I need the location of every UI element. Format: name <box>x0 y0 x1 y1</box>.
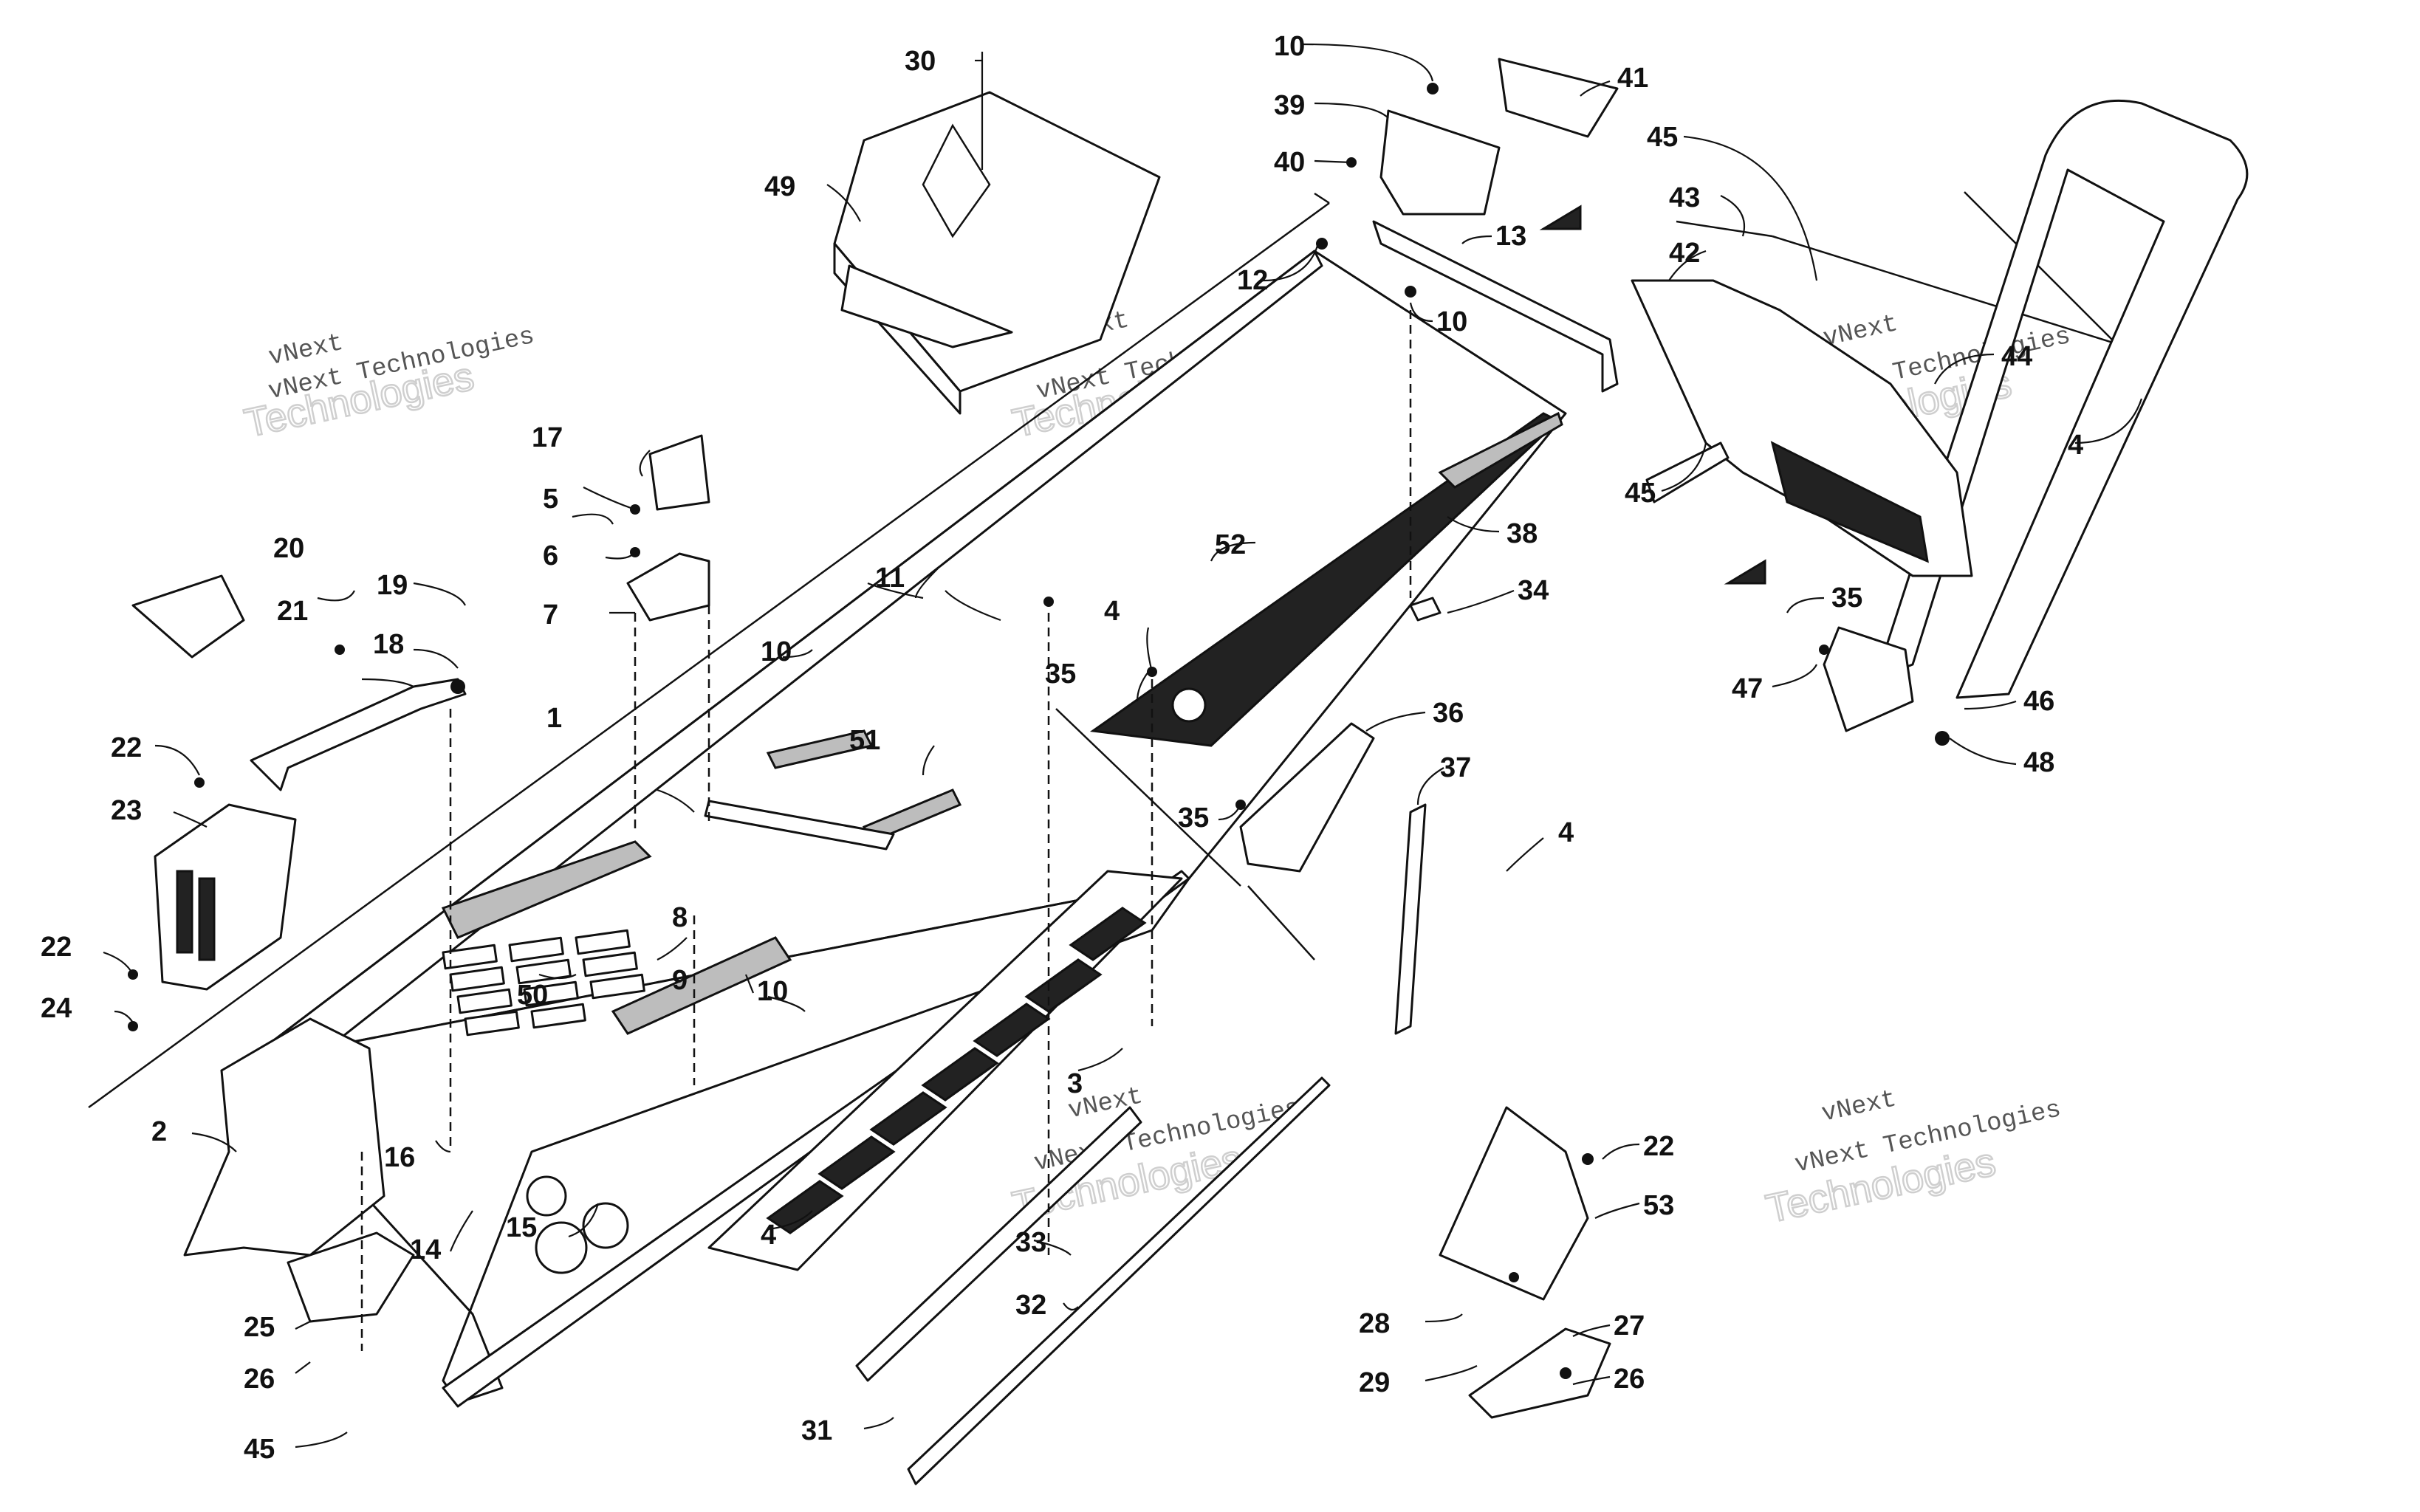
callout-46: 46 <box>2023 686 2054 717</box>
small-parts <box>128 58 1950 1419</box>
callout-30: 30 <box>905 46 936 77</box>
callout-33: 33 <box>1015 1227 1046 1258</box>
chassis-tunnel <box>183 250 1567 1408</box>
callout-35: 35 <box>1045 659 1076 690</box>
callout-45: 45 <box>1647 122 1678 153</box>
front-bulkhead <box>183 1017 385 1257</box>
callout-53: 53 <box>1643 1190 1674 1221</box>
callout-26: 26 <box>244 1364 275 1395</box>
callout-19: 19 <box>377 570 408 601</box>
leader-lines <box>103 43 2143 1449</box>
callout-27: 27 <box>1614 1310 1645 1341</box>
callout-26: 26 <box>1614 1364 1645 1395</box>
callout-29: 29 <box>1359 1367 1390 1398</box>
callout-13: 13 <box>1495 221 1526 252</box>
callout-2: 2 <box>151 1116 167 1147</box>
callout-10: 10 <box>757 976 788 1007</box>
callout-24: 24 <box>41 993 72 1024</box>
callout-39: 39 <box>1274 90 1305 121</box>
callout-52: 52 <box>1215 529 1246 560</box>
callout-22: 22 <box>111 732 142 763</box>
callout-5: 5 <box>543 484 558 515</box>
callout-48: 48 <box>2023 747 2054 778</box>
callout-32: 32 <box>1015 1290 1046 1321</box>
callout-15: 15 <box>506 1212 537 1243</box>
callout-17: 17 <box>532 422 563 453</box>
running-board-cutouts <box>766 907 1147 1234</box>
callout-7: 7 <box>543 599 558 630</box>
callout-38: 38 <box>1506 518 1538 549</box>
callout-20: 20 <box>273 533 304 564</box>
callout-10: 10 <box>1436 306 1467 337</box>
callout-4: 4 <box>2068 430 2083 461</box>
callout-9: 9 <box>672 965 688 996</box>
callout-3: 3 <box>1067 1068 1083 1099</box>
callout-22: 22 <box>41 932 72 963</box>
grip-pad-50a <box>441 840 652 939</box>
callout-11: 11 <box>875 563 905 594</box>
callout-45: 45 <box>1625 478 1656 509</box>
callout-41: 41 <box>1617 63 1648 94</box>
callout-50: 50 <box>517 980 548 1011</box>
callout-4: 4 <box>761 1220 776 1251</box>
callout-12: 12 <box>1237 265 1268 296</box>
callout-8: 8 <box>672 902 688 933</box>
taillight-assembly <box>1631 279 1973 577</box>
rear-grab-handle <box>1874 99 2249 699</box>
callout-35: 35 <box>1178 803 1209 834</box>
watermark-top: vNext <box>1820 1085 1899 1128</box>
decal-38 <box>1438 411 1563 489</box>
callout-23: 23 <box>111 795 142 826</box>
callout-37: 37 <box>1440 752 1471 783</box>
callout-42: 42 <box>1669 238 1700 269</box>
rib-vents <box>442 929 645 1037</box>
callout-10: 10 <box>761 636 792 667</box>
callout-16: 16 <box>384 1142 415 1173</box>
callout-36: 36 <box>1433 698 1464 729</box>
grip-pad-50b <box>611 936 792 1035</box>
callout-40: 40 <box>1274 147 1305 178</box>
callout-49: 49 <box>764 171 795 202</box>
callout-44: 44 <box>2001 341 2032 372</box>
callout-43: 43 <box>1669 182 1700 213</box>
callout-22: 22 <box>1643 1131 1674 1162</box>
callout-51: 51 <box>849 725 880 756</box>
callout-10: 10 <box>1274 31 1305 62</box>
callout-45: 45 <box>244 1434 275 1465</box>
seat-bag <box>833 52 1161 415</box>
callout-1: 1 <box>546 703 562 734</box>
callout-4: 4 <box>1104 596 1120 627</box>
callout-4: 4 <box>1558 817 1574 848</box>
callout-31: 31 <box>801 1415 832 1446</box>
callout-18: 18 <box>373 629 404 660</box>
callout-47: 47 <box>1732 673 1763 704</box>
grip-pad-51a <box>766 729 874 769</box>
callout-labels: 30 49 10 39 40 41 12 13 10 45 43 42 44 4… <box>41 31 2083 1465</box>
callout-35: 35 <box>1831 583 1862 614</box>
callout-14: 14 <box>410 1234 441 1265</box>
rear-bumper <box>855 1076 1331 1485</box>
callout-34: 34 <box>1518 575 1549 606</box>
callout-6: 6 <box>543 540 558 571</box>
callout-25: 25 <box>244 1312 275 1343</box>
callout-21: 21 <box>277 596 308 627</box>
assembly-lines <box>360 310 1412 1351</box>
callout-28: 28 <box>1359 1308 1390 1339</box>
